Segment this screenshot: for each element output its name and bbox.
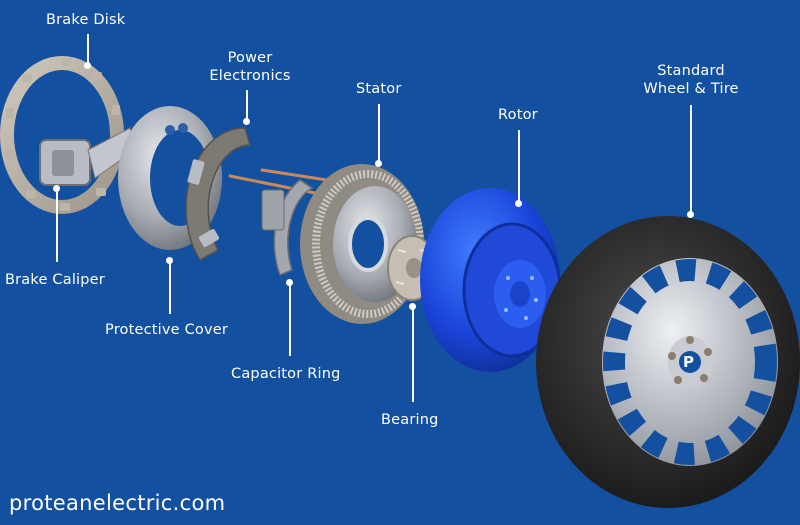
capacitor-ring-part [261,179,314,276]
leader-dot-protective-cover [166,257,173,264]
label-standard-wheel-tire: Standard Wheel & Tire [641,62,741,98]
label-capacitor-ring: Capacitor Ring [231,366,341,382]
leader-line-wheel-tire [690,105,692,213]
leader-line-rotor [518,130,520,202]
leader-line-stator [378,104,380,162]
label-line-2: Wheel & Tire [643,81,739,97]
rotor-part [420,188,562,372]
leader-dot-power-electronics [243,118,250,125]
leader-line-protective-cover [169,262,171,314]
label-line-2: Electronics [209,68,291,84]
label-brake-caliper: Brake Caliper [5,272,105,288]
label-stator: Stator [356,81,402,97]
wheel-tire-part [536,216,800,508]
brake-caliper-part [39,127,136,186]
leader-line-capacitor-ring [289,284,291,356]
leader-line-brake-disk [87,34,89,64]
label-brake-disk: Brake Disk [46,12,126,28]
power-electronics-part [185,127,251,262]
label-line-1: Standard [657,63,725,79]
label-protective-cover: Protective Cover [105,322,229,338]
leader-dot-bearing [409,303,416,310]
leader-dot-stator [375,160,382,167]
leader-line-power-electronics [246,90,248,120]
leader-line-brake-caliper [56,190,58,262]
leader-dot-brake-caliper [53,185,60,192]
label-bearing: Bearing [381,412,439,428]
leader-line-bearing [412,308,414,402]
wheel-hub-logo: P [683,353,695,371]
leader-dot-rotor [515,200,522,207]
leader-dot-capacitor-ring [286,279,293,286]
label-rotor: Rotor [498,107,538,123]
label-power-electronics: Power Electronics [205,49,295,85]
website-footer: proteanelectric.com [9,491,226,515]
leader-dot-wheel-tire [687,211,694,218]
brake-disk-part [0,56,124,214]
leader-dot-brake-disk [84,62,91,69]
label-line-1: Power [227,50,273,66]
